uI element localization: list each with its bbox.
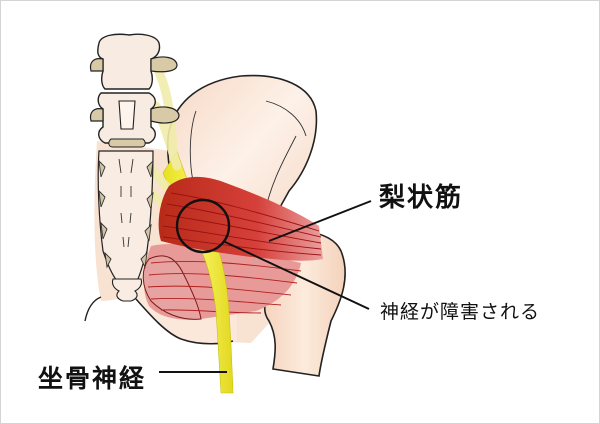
- lumbar-spine: [84, 33, 180, 322]
- nerve-damaged-leader-line: [222, 240, 370, 310]
- nerve-damaged-label: 神経が障害される: [380, 301, 541, 323]
- piriformis-leader-line: [268, 200, 372, 242]
- piriformis-label: 梨状筋: [379, 183, 464, 213]
- compression-site-circle: [175, 198, 231, 254]
- sciatic-nerve-label: 坐骨神経: [38, 364, 147, 393]
